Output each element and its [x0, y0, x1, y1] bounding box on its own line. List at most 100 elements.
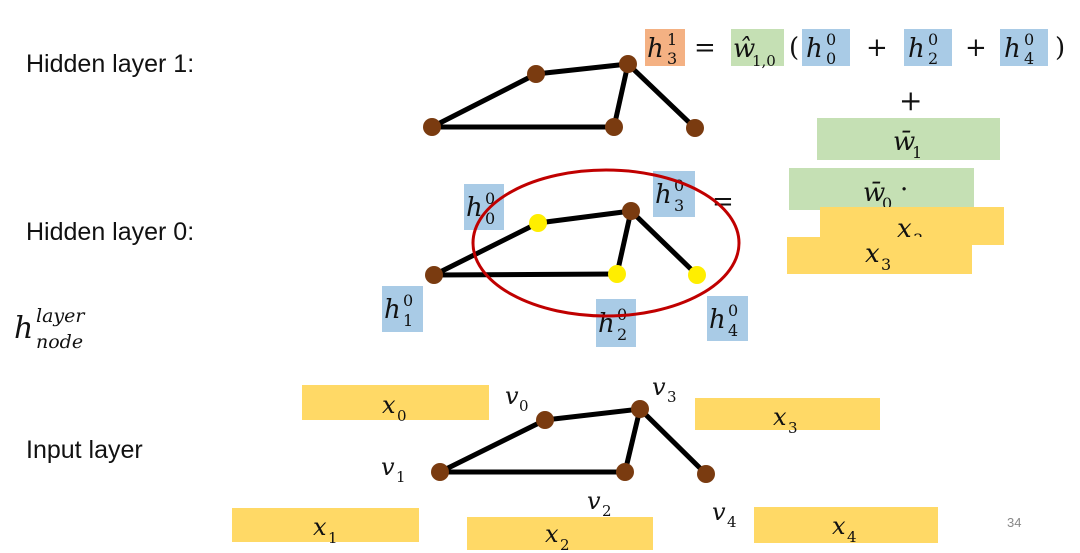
- svg-text:h: h: [647, 34, 664, 64]
- svg-text:0: 0: [728, 301, 738, 320]
- plus-sign-2: +: [965, 33, 987, 63]
- edge-0-3: [542, 406, 643, 423]
- w-bar-1-term: w̄ 1: [893, 127, 922, 162]
- edge-1-2: [431, 271, 620, 278]
- svg-text:0: 0: [397, 407, 407, 425]
- x3-feature-label: x 3: [773, 403, 798, 437]
- graph-node-2: [608, 265, 626, 283]
- svg-text:1: 1: [403, 311, 413, 330]
- svg-text:x: x: [313, 513, 327, 541]
- h0-2-highlight: [904, 29, 952, 66]
- h0-0-label: h 0 0: [466, 189, 495, 228]
- w-hat-1-0-term: ŵ 1,0: [733, 34, 776, 70]
- svg-text:0: 0: [674, 176, 684, 195]
- aggregation-equation: h 1 3 = ŵ 1,0 ( h 0 0 + h 0 2 + h 0 4: [645, 29, 1065, 274]
- svg-text:3: 3: [667, 388, 677, 406]
- equals-sign: =: [694, 33, 716, 63]
- h0-4-label: h 0 4: [709, 301, 738, 340]
- edge-3-4: [628, 208, 700, 278]
- x1-feature-box: [232, 508, 419, 542]
- h0-2-label-highlight: [596, 299, 636, 347]
- svg-text:v: v: [505, 382, 519, 410]
- v2-node-label: v 2: [587, 487, 612, 520]
- h0-4-highlight: [1000, 29, 1048, 66]
- graph-node-1: [425, 266, 443, 284]
- plus-sign-3: +: [899, 84, 922, 117]
- h0-0-label-highlight: [464, 184, 504, 230]
- svg-text:h: h: [466, 193, 483, 223]
- graph-node-0: [529, 214, 547, 232]
- h0-1-label-highlight: [382, 286, 423, 332]
- graph-node-0: [527, 65, 545, 83]
- x0-feature-label: x 0: [382, 391, 407, 425]
- svg-text:0: 0: [485, 189, 495, 208]
- svg-text:3: 3: [881, 255, 891, 274]
- svg-text:4: 4: [847, 528, 857, 546]
- svg-text:v: v: [652, 373, 666, 401]
- svg-text:v: v: [587, 487, 601, 515]
- graph-edges: [437, 406, 709, 477]
- edge-1-0: [431, 220, 541, 278]
- neighborhood-ellipse: [471, 168, 741, 318]
- h0-4-term: h 0 4: [1004, 30, 1034, 68]
- hidden-layer-1-graph: [423, 55, 704, 137]
- graph-node-3: [631, 400, 649, 418]
- svg-text:w̄: w̄: [893, 127, 915, 157]
- graph-node-3: [622, 202, 640, 220]
- edge-3-2: [622, 406, 643, 475]
- h0-1-label: h 0 1: [384, 291, 413, 330]
- hidden-layer-1-label: Hidden layer 1:: [26, 50, 194, 78]
- svg-text:h: h: [1004, 34, 1021, 64]
- svg-text:x: x: [382, 391, 396, 419]
- svg-text:0: 0: [826, 49, 836, 68]
- svg-text:h: h: [655, 180, 672, 210]
- svg-text:x: x: [897, 214, 912, 244]
- graph-edges: [431, 208, 700, 278]
- svg-text:h: h: [14, 311, 33, 346]
- svg-text:layer: layer: [36, 305, 86, 327]
- svg-text:1: 1: [328, 529, 338, 547]
- svg-text:v: v: [712, 498, 726, 526]
- h0-0-highlight: [802, 29, 850, 66]
- plus-sign-1: +: [866, 33, 888, 63]
- svg-text:1: 1: [912, 143, 922, 162]
- h0-3-label-highlight: [653, 171, 695, 217]
- edge-1-0: [429, 71, 539, 130]
- x3-term-b: x 3: [865, 239, 891, 274]
- x4-feature-label: x 4: [832, 512, 857, 546]
- h1-3-term: h 1 3: [647, 30, 677, 68]
- svg-text:x: x: [832, 512, 846, 540]
- h0-2-label: h 0 2: [598, 305, 627, 344]
- edge-3-4: [625, 61, 698, 131]
- edge-3-2: [614, 208, 634, 277]
- graph-node-0: [536, 411, 554, 429]
- graph-edges: [429, 61, 698, 131]
- svg-text:2: 2: [602, 502, 612, 520]
- svg-text:4: 4: [1024, 49, 1034, 68]
- h0-3-label: h 0 3: [655, 176, 684, 215]
- svg-text:x: x: [773, 403, 787, 431]
- graph-node-4: [697, 465, 715, 483]
- x2-feature-box: [467, 517, 653, 550]
- edge-3-4: [637, 406, 709, 477]
- close-paren: ): [1055, 33, 1065, 63]
- svg-text:3: 3: [667, 49, 677, 68]
- edge-3-2: [611, 61, 631, 130]
- svg-text:x: x: [545, 520, 559, 548]
- svg-text:w̄: w̄: [863, 178, 885, 208]
- svg-text:2: 2: [617, 325, 627, 344]
- svg-text:v: v: [381, 453, 395, 481]
- graph-node-1: [423, 118, 441, 136]
- svg-text:0: 0: [519, 397, 529, 415]
- h0-4-label-highlight: [707, 296, 748, 341]
- h0-0-term: h 0 0: [806, 30, 836, 68]
- v1-node-label: v 1: [381, 453, 406, 486]
- svg-text:1,0: 1,0: [752, 52, 776, 70]
- svg-text:0: 0: [882, 194, 892, 213]
- input-layer-label: Input layer: [26, 436, 143, 464]
- svg-text:ŵ: ŵ: [733, 34, 755, 64]
- svg-text:4: 4: [727, 513, 737, 531]
- svg-text:0: 0: [826, 30, 836, 49]
- w-hat-highlight: [731, 29, 784, 66]
- graph-node-4: [688, 266, 706, 284]
